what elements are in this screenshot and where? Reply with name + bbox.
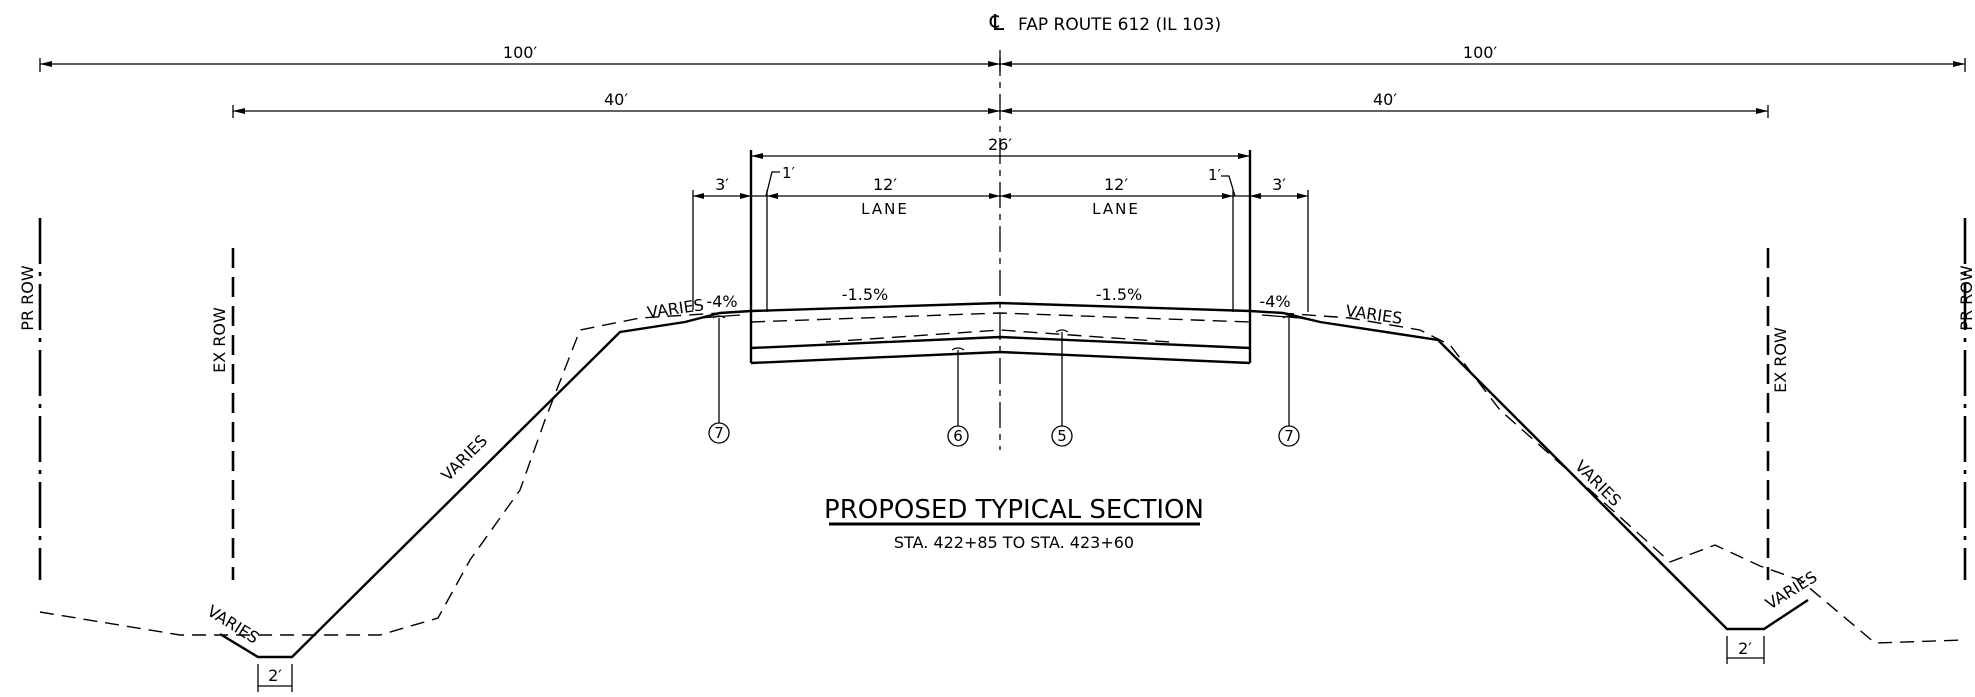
right-lane-dimension: 12′ [1104, 175, 1128, 194]
left-lane-slope: -1.5% [842, 285, 888, 304]
section-title: PROPOSED TYPICAL SECTION [824, 495, 1204, 525]
existing-ground-left [39, 312, 721, 636]
svg-text:7: 7 [1284, 427, 1294, 445]
left-ex-dimension: 40′ [604, 90, 628, 109]
left-ditch-dimension: 2′ [257, 664, 293, 692]
route-label: FAP ROUTE 612 (IL 103) [1018, 15, 1221, 35]
left-lane-label: LANE [861, 200, 909, 218]
svg-text:5: 5 [1057, 427, 1067, 445]
pavement-section [684, 150, 1321, 365]
varies-label: VARIES [1344, 301, 1403, 328]
varies-label: VARIES [1571, 456, 1625, 510]
left-proposed-slope [219, 320, 686, 659]
left-ex-row-label: EX ROW [210, 307, 229, 373]
right-edge-dimension: 1′ [1208, 166, 1222, 184]
right-pr-row-label: PR ROW [1957, 265, 1975, 331]
left-shoulder-dimension: 3′ [715, 175, 729, 194]
right-ditch-dimension: 2′ [1726, 636, 1765, 664]
section-subtitle: STA. 422+85 TO STA. 423+60 [894, 533, 1134, 552]
existing-ground-right [1279, 312, 1966, 644]
arrowhead [40, 61, 52, 67]
varies-label: VARIES [437, 431, 491, 485]
svg-text:7: 7 [714, 424, 724, 442]
right-shoulder-dimension: 3′ [1272, 175, 1286, 194]
right-shoulder-slope: -4% [1259, 292, 1290, 311]
svg-text:2′: 2′ [268, 666, 282, 685]
right-lane-slope: -1.5% [1096, 285, 1142, 304]
callout-6: 6 [947, 347, 969, 447]
right-proposed-slope [1319, 320, 1809, 631]
callout-7-left: 7 [708, 315, 730, 444]
left-lane-dimension: 12′ [873, 175, 897, 194]
callout-5: 5 [1051, 329, 1073, 447]
right-lane-label: LANE [1092, 200, 1140, 218]
left-edge-dimension: 1′ [782, 164, 796, 182]
left-row-dimension: 100′ [503, 43, 538, 62]
pavement-width-dimension: 26′ [988, 135, 1012, 154]
right-ex-row-label: EX ROW [1771, 327, 1790, 393]
centerline-symbol: ℄ [989, 11, 1005, 36]
right-row-dimension: 100′ [1463, 43, 1498, 62]
right-ex-dimension: 40′ [1373, 90, 1397, 109]
svg-text:2′: 2′ [1738, 639, 1752, 658]
svg-text:6: 6 [953, 427, 963, 445]
callout-7-right: 7 [1278, 315, 1300, 447]
left-shoulder-slope: -4% [706, 292, 737, 311]
left-pr-row-label: PR ROW [18, 265, 37, 331]
